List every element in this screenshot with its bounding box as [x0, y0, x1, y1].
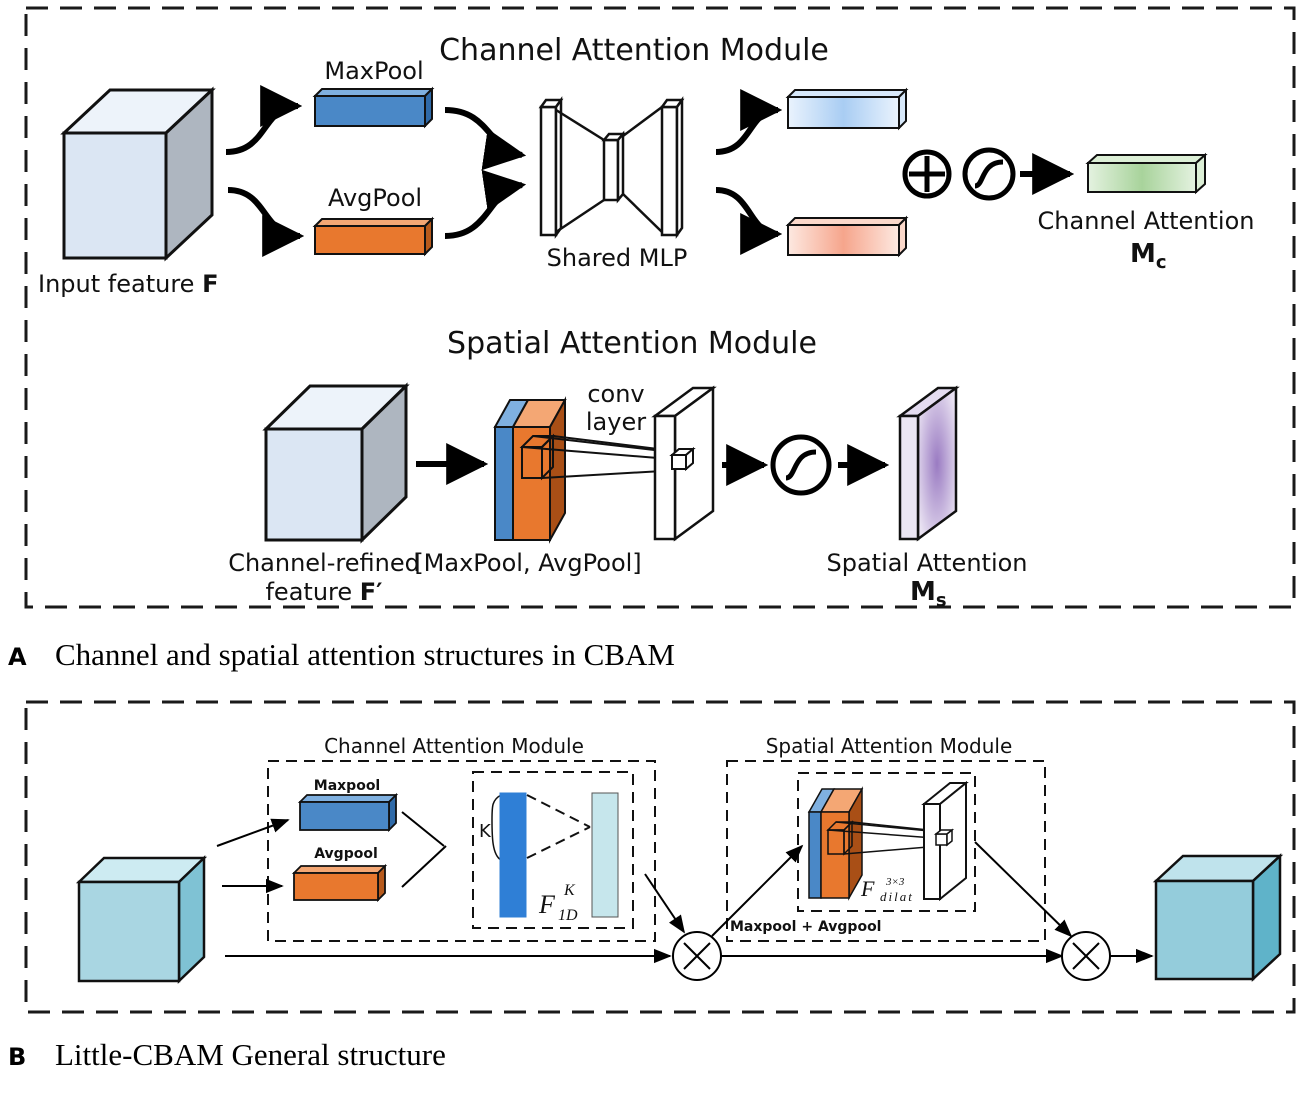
channel-module-box [267, 760, 656, 942]
channel-attention-label: Channel Attention [1038, 207, 1255, 235]
channel-attention-symbol: Mc [1130, 239, 1167, 273]
k-brace [491, 794, 502, 861]
channel-refined-label-2: feature F′ [265, 578, 382, 606]
input-feature-label: Input feature F [38, 270, 218, 298]
input-cube-b [75, 855, 208, 984]
conv-layer-sheet [651, 385, 717, 542]
arrow-mlp-to-max-out [715, 89, 783, 155]
shared-mlp-label: Shared MLP [547, 244, 688, 272]
arrow-to-maxpool [225, 85, 303, 155]
avgpool-bar-b [291, 863, 388, 903]
pool-combo-label: Maxpool + Avgpool [730, 919, 881, 935]
spatial-attention-symbol: Ms [910, 577, 947, 611]
spatial-module-box [726, 760, 1046, 942]
conv1d-input-bar [499, 792, 527, 918]
maxpool-label: MaxPool [324, 57, 423, 85]
pool-stack-label: [MaxPool, AvgPool] [414, 549, 641, 577]
arrow-maxpool-to-mlp [444, 107, 527, 171]
arrow-mlp-to-avg-out [715, 187, 783, 255]
channel-refined-label: Channel-refined [228, 549, 420, 577]
spatial-sigmoid-icon [770, 434, 832, 496]
output-cube-b [1152, 853, 1284, 982]
multiply-icon-2 [1061, 931, 1111, 981]
arrow-avgpool-to-mlp [444, 169, 527, 239]
avgpool-bar [312, 216, 435, 257]
arrow-multiply-to-spatial [711, 844, 804, 937]
avgpool-label: AvgPool [328, 184, 422, 212]
mlp-output-avg-bar [785, 215, 909, 258]
channel-module-title-b: Channel Attention Module [324, 734, 584, 758]
conv1d-line-bottom [526, 826, 591, 859]
spatial-module-title: Spatial Attention Module [447, 326, 817, 361]
arrow-maxpool-to-conv1d [401, 811, 445, 847]
input-feature-cube [60, 86, 216, 262]
channel-refined-cube [262, 382, 410, 544]
spatial-attention-sheet [896, 385, 960, 542]
panel-b-letter: B [8, 1043, 26, 1071]
sigmoid-icon [962, 147, 1016, 201]
k-label: K [479, 821, 492, 842]
maxpool-bar [312, 86, 435, 129]
conv-label: conv [587, 380, 644, 408]
spatial-module-title-b: Spatial Attention Module [766, 734, 1013, 758]
conv1d-output-bar [591, 792, 619, 918]
arrow-in-to-maxpool-b [216, 818, 290, 847]
conv1d-box [472, 771, 634, 929]
maxpool-bar-b [297, 792, 399, 833]
dilated-conv-box [797, 772, 976, 912]
panel-a-frame [24, 6, 1296, 609]
avgpool-label-b: Avgpool [314, 846, 378, 862]
conv1d-line-top [526, 794, 591, 828]
arrow-avgpool-to-conv1d [401, 845, 447, 888]
multiply-icon-1 [672, 931, 722, 981]
panel-b-frame [24, 700, 1296, 1014]
pool-stack-b [807, 786, 864, 901]
maxpool-label-b: Maxpool [314, 778, 380, 794]
arrow-to-avgpool [227, 187, 305, 257]
mlp-output-max-bar [785, 87, 909, 131]
panel-a-letter: A [8, 643, 27, 671]
spatial-attention-label: Spatial Attention [826, 549, 1027, 577]
panel-b-caption: Little-CBAM General structure [55, 1037, 446, 1072]
layer-label: layer [586, 408, 646, 436]
channel-attention-bar [1085, 152, 1208, 195]
plus-operator-icon [902, 149, 952, 199]
arrow-spatial-to-multiply [974, 841, 1073, 938]
shared-mlp [538, 96, 685, 239]
pool-stack [493, 396, 567, 544]
dilated-conv-sheet [921, 780, 969, 902]
panel-a-caption: Channel and spatial attention structures… [55, 637, 675, 672]
arrow-channel-to-multiply [644, 873, 686, 934]
channel-module-title: Channel Attention Module [439, 33, 829, 68]
